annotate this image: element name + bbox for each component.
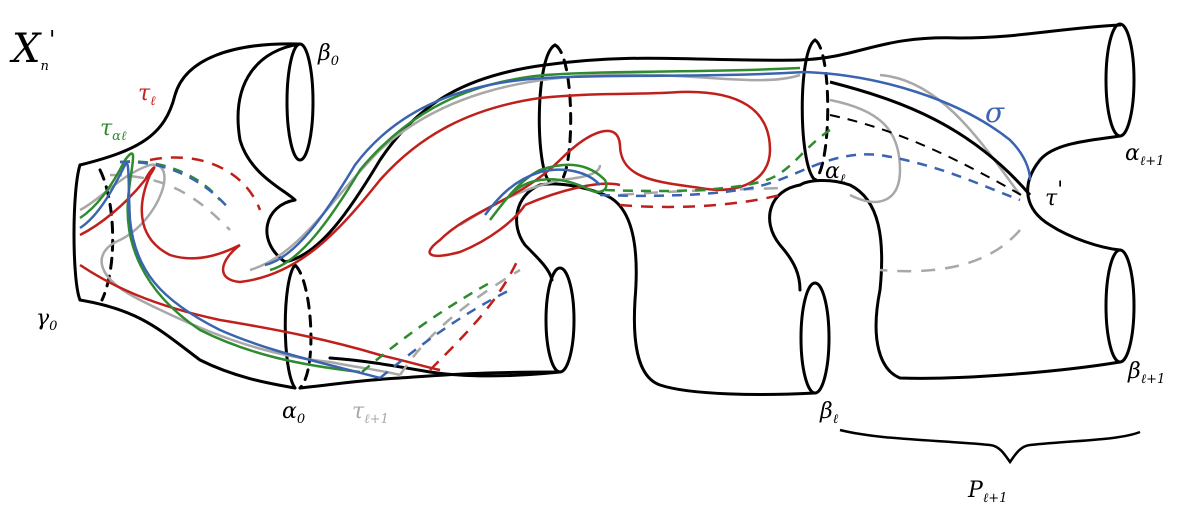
label-tau-alpha-l: ταℓ [100, 116, 127, 144]
label-beta-l: βℓ [819, 399, 839, 427]
label-beta0: β0 [317, 41, 339, 69]
tau-alpha-l-curve [79, 66, 831, 374]
label-sigma: σ [985, 96, 1005, 129]
tau-l-curve [79, 90, 781, 372]
tau-prime-curve [829, 80, 1032, 201]
label-alpha-l: αℓ [825, 159, 846, 187]
label-tau-l: τℓ [138, 81, 156, 109]
p-l1-brace [839, 428, 1141, 465]
label-alpha-l1: αℓ+1 [1125, 141, 1164, 169]
label-alpha0: α0 [282, 399, 305, 427]
label-tau-l1: τℓ+1 [352, 399, 389, 427]
label-tau-prime: τ' [1045, 178, 1063, 211]
label-beta-l1: βℓ+1 [1127, 359, 1165, 387]
label-space: Xn' [9, 26, 55, 74]
surface-outline [72, 22, 1136, 396]
label-p-l1: Pℓ+1 [967, 478, 1007, 506]
sigma-curve [79, 70, 1032, 380]
label-gamma0: γ0 [36, 306, 57, 334]
